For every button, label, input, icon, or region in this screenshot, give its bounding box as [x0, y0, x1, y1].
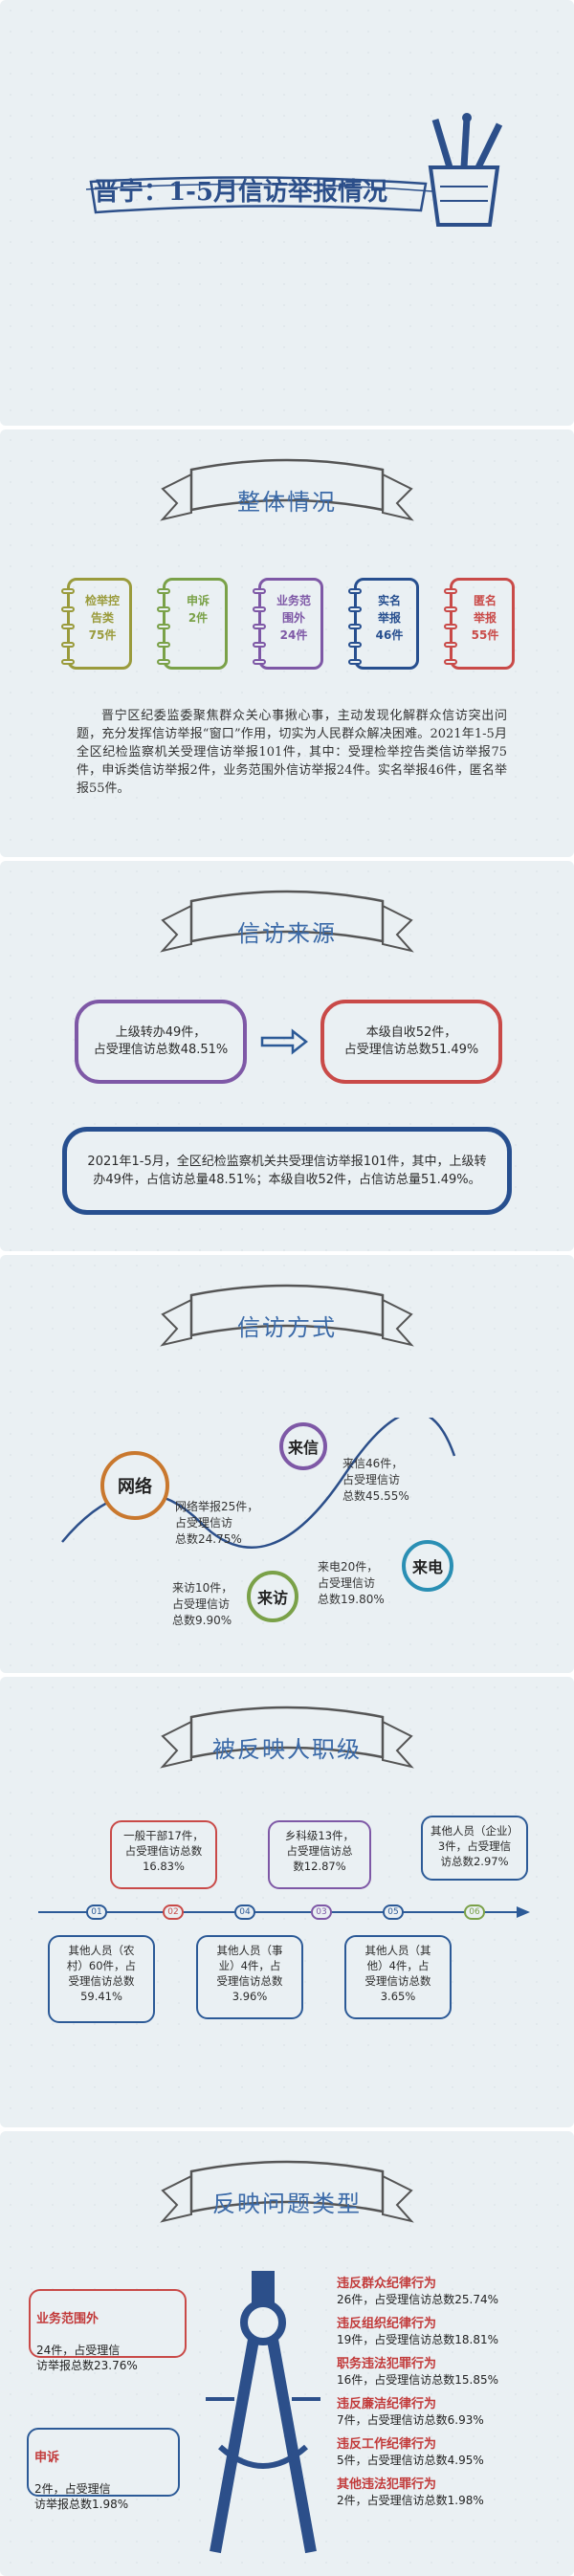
network-bubble: 网络 — [100, 1451, 169, 1520]
timeline-node: 02 — [163, 1904, 184, 1920]
timeline-node: 06 — [464, 1904, 485, 1920]
source-panel: 信访来源 上级转办49件， 占受理信访总数48.51% 本级自收52件， 占受理… — [0, 861, 574, 1251]
timeline-node: 04 — [234, 1904, 255, 1920]
title-underline-icon — [85, 176, 433, 214]
timeline-node: 03 — [311, 1904, 332, 1920]
overview-panel: 整体情况 检举控 告类 75件 申诉 2件 业务范 围外 24件 实名 举报 4… — [0, 429, 574, 857]
card-text: 匿名 举报 55件 — [471, 594, 499, 642]
visit-text: 来访10件， 占受理信访 总数9.90% — [172, 1581, 233, 1627]
rank-box-enterprise: 其他人员（企业） 3件，占受理信 访总数2.97% — [421, 1816, 528, 1881]
method-panel: 信访方式 网络 网络举报25件， 占受理信访 总数24.75% 来信 来信46件… — [0, 1255, 574, 1673]
issue-title: 违反群众纪律行为 — [337, 2277, 437, 2291]
ribbon-banner-icon — [160, 1706, 414, 1769]
issue-text: 19件，占受理信访总数18.81% — [337, 2333, 499, 2346]
issue-text: 26件，占受理信访总数25.74% — [337, 2293, 499, 2306]
letter-label: 来信 — [287, 1439, 319, 1457]
ribbon-banner-icon — [160, 458, 414, 521]
card-text: 检举控 告类 75件 — [84, 594, 120, 642]
timeline-node: 05 — [383, 1904, 404, 1920]
issue-title: 违反组织纪律行为 — [337, 2317, 437, 2331]
network-text: 网络举报25件， 占受理信访 总数24.75% — [175, 1500, 259, 1546]
call-text: 来电20件， 占受理信访 总数19.80% — [318, 1560, 385, 1606]
issue-title: 违反廉洁纪律行为 — [337, 2397, 437, 2411]
issue-text: 16件，占受理信访总数15.85% — [337, 2373, 499, 2387]
card-text: 申诉 2件 — [186, 594, 210, 625]
page-title: 晋宁：1-5月信访举报情况 — [94, 178, 387, 207]
issue-item: 违反组织纪律行为 19件，占受理信访总数18.81% — [337, 2313, 566, 2347]
source-summary-text: 2021年1-5月，全区纪检监察机关共受理信访举报101件，其中，上级转办49件… — [87, 1155, 487, 1187]
letter-text: 来信46件， 占受理信访 总数45.55% — [342, 1457, 409, 1503]
timeline-line-icon — [38, 1906, 530, 1918]
issue-text: 24件，占受理信 访举报总数23.76% — [36, 2344, 138, 2372]
rank-panel: 被反映人职级 01 02 04 03 05 06 一般干部17件， 占受理信访总… — [0, 1677, 574, 2127]
card-complaint: 检举控 告类 75件 — [61, 578, 132, 670]
section-title: 反映问题类型 — [212, 2191, 362, 2217]
call-bubble: 来电 — [402, 1540, 453, 1592]
visit-bubble: 来访 — [247, 1571, 298, 1622]
compass-icon — [206, 2271, 320, 2554]
card-text: 业务范 围外 24件 — [276, 594, 311, 642]
rank-box-institution: 其他人员（事 业）4件，占 受理信访总数 3.96% — [196, 1935, 303, 2019]
issue-text: 2件，占受理信访总数1.98% — [337, 2494, 484, 2507]
issues-panel: 反映问题类型 业务范围外 24件，占受理信 访举报总数23.76% 申诉 2件，… — [0, 2131, 574, 2576]
ribbon-banner-icon — [160, 1284, 414, 1347]
header-panel: 晋宁：1-5月信访举报情况 — [0, 0, 574, 426]
source-upper-bubble: 上级转办49件， 占受理信访总数48.51% — [75, 1000, 247, 1084]
issue-title: 业务范围外 — [36, 2312, 99, 2326]
card-anonymous: 匿名 举报 55件 — [444, 578, 515, 670]
source-summary-bubble: 2021年1-5月，全区纪检监察机关共受理信访举报101件，其中，上级转办49件… — [62, 1127, 512, 1215]
timeline-node: 01 — [86, 1904, 107, 1920]
issue-title: 违反工作纪律行为 — [337, 2437, 437, 2452]
rank-box-other: 其他人员（其 他）4件，占 受理信访总数 3.65% — [344, 1935, 452, 2019]
rank-box-cadre: 一般干部17件， 占受理信访总数 16.83% — [110, 1820, 217, 1889]
rank-box-village: 其他人员（农 村）60件，占 受理信访总数 59.41% — [48, 1935, 155, 2023]
overview-paragraph: 晋宁区纪委监委聚焦群众关心事揪心事，主动发现化解群众信访突出问题，充分发挥信访举… — [77, 709, 507, 796]
source-self-bubble: 本级自收52件， 占受理信访总数51.49% — [320, 1000, 502, 1084]
section-title: 整体情况 — [237, 489, 337, 516]
issue-text: 2件，占受理信 访举报总数1.98% — [34, 2482, 129, 2511]
arrow-right-icon — [260, 1028, 308, 1055]
source-self-text: 本级自收52件， 占受理信访总数51.49% — [343, 1025, 479, 1057]
issue-title: 职务违法犯罪行为 — [337, 2357, 437, 2371]
visit-label: 来访 — [256, 1589, 288, 1607]
issue-item: 其他违法犯罪行为 2件，占受理信访总数1.98% — [337, 2474, 566, 2508]
issue-item: 违反群众纪律行为 26件，占受理信访总数25.74% — [337, 2273, 566, 2307]
issue-text: 7件，占受理信访总数6.93% — [337, 2413, 484, 2427]
card-real-name: 实名 举报 46件 — [348, 578, 419, 670]
pen-holder-icon — [428, 113, 503, 227]
card-out-of-scope: 业务范 围外 24件 — [253, 578, 323, 670]
issue-appeal-box: 申诉 2件，占受理信 访举报总数1.98% — [27, 2428, 180, 2511]
issue-item: 违反廉洁纪律行为 7件，占受理信访总数6.93% — [337, 2393, 566, 2428]
section-title: 被反映人职级 — [212, 1736, 362, 1763]
issue-out-of-scope-box: 业务范围外 24件，占受理信 访举报总数23.76% — [29, 2289, 187, 2372]
network-label: 网络 — [118, 1477, 152, 1497]
section-title: 信访来源 — [237, 920, 337, 947]
issue-title: 其他违法犯罪行为 — [337, 2477, 437, 2492]
issue-item: 职务违法犯罪行为 16件，占受理信访总数15.85% — [337, 2353, 566, 2388]
issue-title: 申诉 — [34, 2451, 60, 2465]
rank-box-section: 乡科级13件， 占受理信访总 数12.87% — [268, 1820, 371, 1889]
section-title: 信访方式 — [237, 1314, 337, 1341]
card-appeal: 申诉 2件 — [157, 578, 228, 670]
call-label: 来电 — [411, 1558, 443, 1576]
issue-list: 违反群众纪律行为 26件，占受理信访总数25.74% 违反组织纪律行为 19件，… — [337, 2273, 566, 2508]
letter-bubble: 来信 — [279, 1422, 327, 1470]
issue-item: 违反工作纪律行为 5件，占受理信访总数4.95% — [337, 2433, 566, 2468]
issue-text: 5件，占受理信访总数4.95% — [337, 2454, 484, 2467]
ribbon-banner-icon — [160, 2160, 414, 2223]
card-text: 实名 举报 46件 — [375, 594, 404, 642]
ribbon-banner-icon — [160, 890, 414, 953]
source-upper-text: 上级转办49件， 占受理信访总数48.51% — [93, 1025, 229, 1057]
